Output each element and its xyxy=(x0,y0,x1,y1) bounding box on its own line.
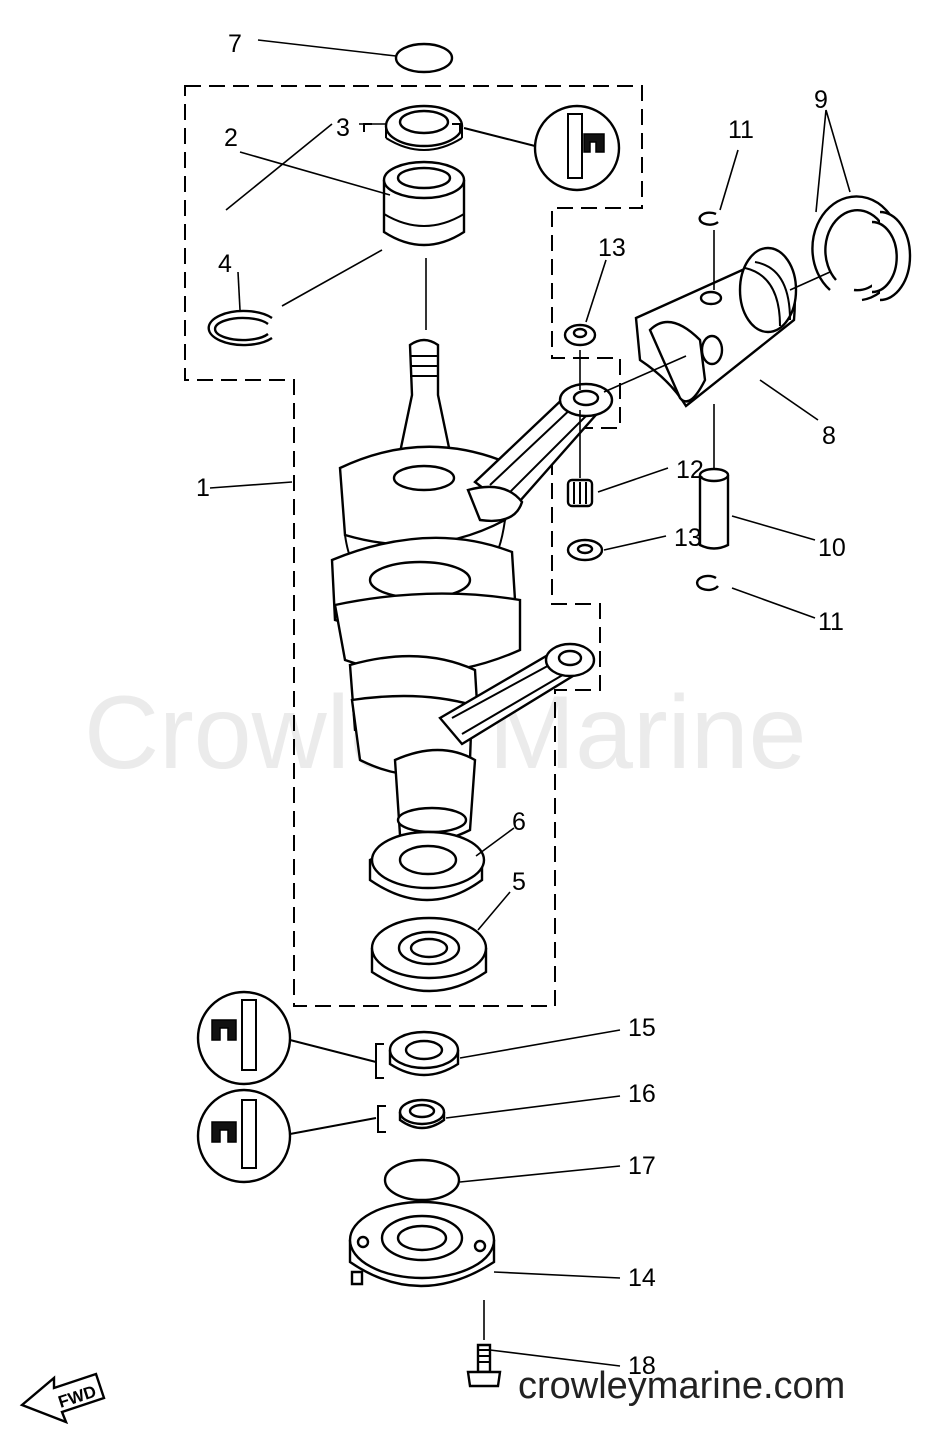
callout-16: 16 xyxy=(628,1080,656,1108)
callout-7: 7 xyxy=(228,30,242,58)
callout-2: 2 xyxy=(224,124,238,152)
callout-18: 18 xyxy=(628,1352,656,1380)
part-7-o-ring xyxy=(394,42,454,74)
part-17-o-ring xyxy=(383,1158,461,1202)
part-13-washer-upper xyxy=(563,323,597,347)
upper-connecting-rod xyxy=(466,382,614,523)
part-11-clip-lower xyxy=(695,574,719,592)
part-13-washer-lower xyxy=(566,538,604,562)
part-3-oil-seal xyxy=(384,104,464,151)
grease-seal-detail-icon xyxy=(533,104,621,192)
grease-seal-detail-icon xyxy=(196,1088,292,1184)
assembly-outline xyxy=(184,85,643,1007)
callout-13-upper: 13 xyxy=(598,234,626,262)
callout-13-lower: 13 xyxy=(674,524,702,552)
callout-3: 3 xyxy=(336,114,350,142)
part-4-circlip xyxy=(207,309,273,347)
callout-6: 6 xyxy=(512,808,526,836)
part-2-bearing xyxy=(382,160,466,247)
callout-4: 4 xyxy=(218,250,232,278)
callout-11-upper: 11 xyxy=(728,116,754,144)
callout-1: 1 xyxy=(196,474,210,502)
part-6-bearing-housing xyxy=(368,830,486,902)
part-18-bolt xyxy=(466,1343,502,1388)
leader-lines xyxy=(209,39,851,1367)
callout-8: 8 xyxy=(822,422,836,450)
part-12-needle-bearing xyxy=(566,478,594,508)
callout-11-lower: 11 xyxy=(818,608,844,636)
part-16-oil-seal xyxy=(398,1098,446,1130)
callout-10: 10 xyxy=(818,534,846,562)
part-11-clip-upper xyxy=(698,211,719,226)
site-url: crowleymarine.com xyxy=(518,1365,845,1407)
lower-connecting-rod xyxy=(438,642,596,746)
part-8-piston xyxy=(634,246,798,408)
piston-pin-hole xyxy=(699,290,723,306)
part-15-oil-seal xyxy=(388,1030,460,1077)
grease-seal-detail-icon xyxy=(196,990,292,1086)
part-10-piston-pin xyxy=(698,467,730,550)
callout-12: 12 xyxy=(676,456,704,484)
callout-17: 17 xyxy=(628,1152,656,1180)
callout-14: 14 xyxy=(628,1264,656,1292)
part-5-ball-bearing xyxy=(370,916,488,993)
callout-labels: 7 3 2 4 1 11 9 13 8 12 13 10 11 6 5 15 1… xyxy=(196,30,846,1380)
part-14-lower-housing xyxy=(348,1200,496,1288)
callout-5: 5 xyxy=(512,868,526,896)
part-9-piston-rings xyxy=(811,195,912,302)
fwd-arrow-icon: FWD xyxy=(19,1372,106,1425)
callout-15: 15 xyxy=(628,1014,656,1042)
callout-9: 9 xyxy=(814,86,828,114)
